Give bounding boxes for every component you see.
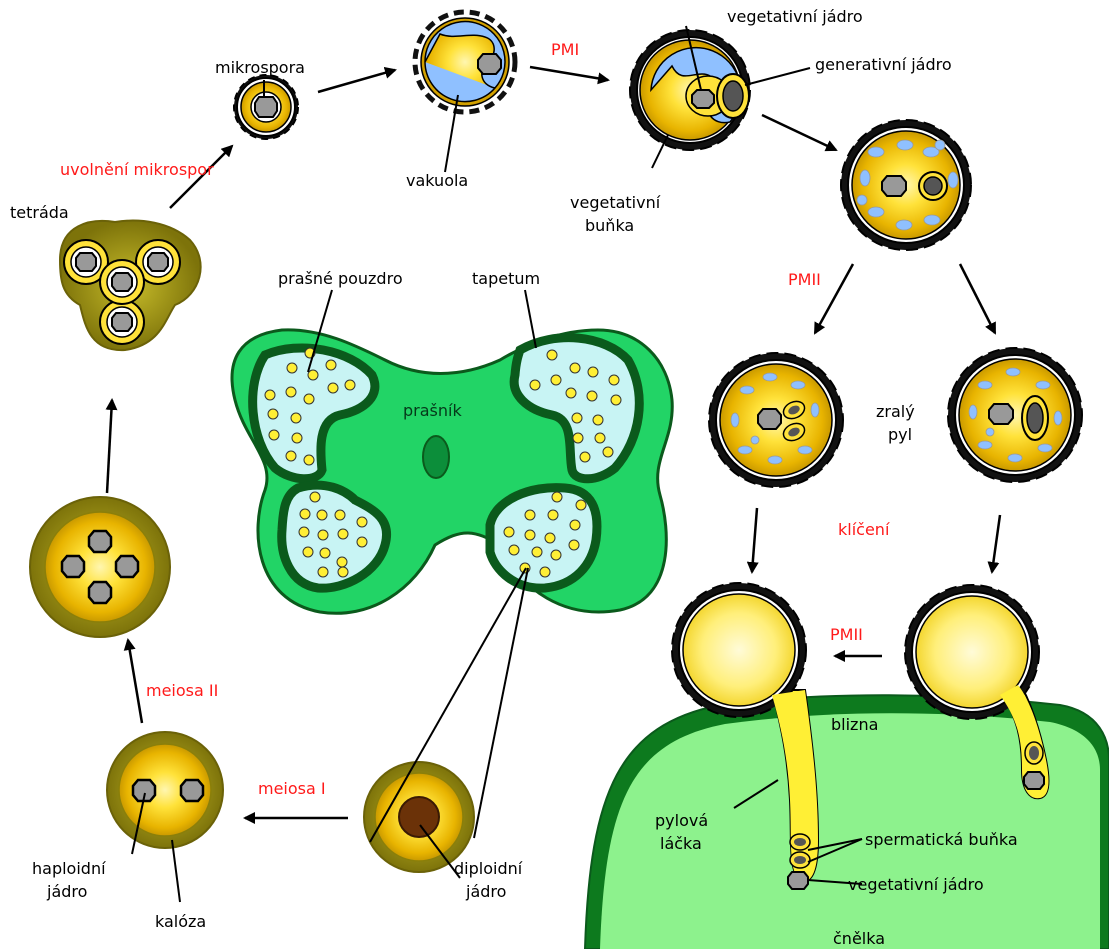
pollen-sac-bottom-right [490,488,597,589]
label-prasnik: prašník [403,401,462,420]
label-pmii-top: PMII [788,270,821,289]
label-generativni-jadro: generativní jádro [815,55,952,74]
label-pmii-bottom: PMII [830,625,863,644]
label-vegetativni-jadro-top: vegetativní jádro [727,7,863,26]
microspore [234,75,298,139]
arrow-1 [318,70,395,92]
tetrad-cell-3 [100,300,144,344]
dyad-cell [107,732,223,848]
label-meiosa-i: meiosa I [258,779,326,798]
label-kaloza: kalóza [155,912,206,931]
label-vegetativni-jadro-bottom: vegetativní jádro [848,875,984,894]
label-cnelka: čnělka [833,929,885,948]
label-jadro-left: jádro [46,882,87,901]
anther [232,330,672,613]
arrow-5 [960,264,995,333]
mature-pollen-bicellular [948,348,1082,482]
vascular-bundle [423,436,449,478]
label-spermaticka-bunka: spermatická buňka [865,830,1018,849]
label-zraly: zralý [876,402,915,421]
label-blizna: blizna [831,715,878,734]
label-bunka: buňka [585,216,634,235]
label-pmi: PMI [551,40,579,59]
label-pylova: pylová [655,811,708,830]
bicellular-pollen [841,120,971,250]
arrow-10 [128,640,142,723]
pollen-mother-cell [364,762,474,872]
arrow-2 [530,67,608,80]
arrow-3 [762,115,836,150]
tetrad-nuclei-cell [30,497,170,637]
label-tetrada: tetráda [10,203,69,222]
label-lacka: láčka [660,834,702,853]
label-tapetum: tapetum [472,269,540,288]
arrow-6 [752,508,757,572]
label-prasne-pouzdro: prašné pouzdro [278,269,403,288]
vacuolate-microspore [415,12,515,112]
mature-pollen-tricellular [709,353,843,487]
label-pyl: pyl [888,425,912,444]
tetrad-cell-4 [100,260,144,304]
label-vakuola: vakuola [406,171,468,190]
label-haploidni: haploidní [32,859,106,878]
bicellular-pollen-early [630,30,750,150]
label-diploidni: diploidní [454,859,523,878]
label-uvolneni-mikrospor: uvolnění mikrospor [60,160,214,179]
tetrad [60,221,201,351]
label-mikrospora: mikrospora [215,58,305,77]
label-meiosa-ii: meiosa II [146,681,218,700]
label-vegetativni: vegetativní [570,193,661,212]
arrow-11 [107,400,112,493]
label-kliceni: klíčení [838,520,890,539]
label-jadro-right: jádro [465,882,506,901]
arrow-7 [992,515,1000,572]
